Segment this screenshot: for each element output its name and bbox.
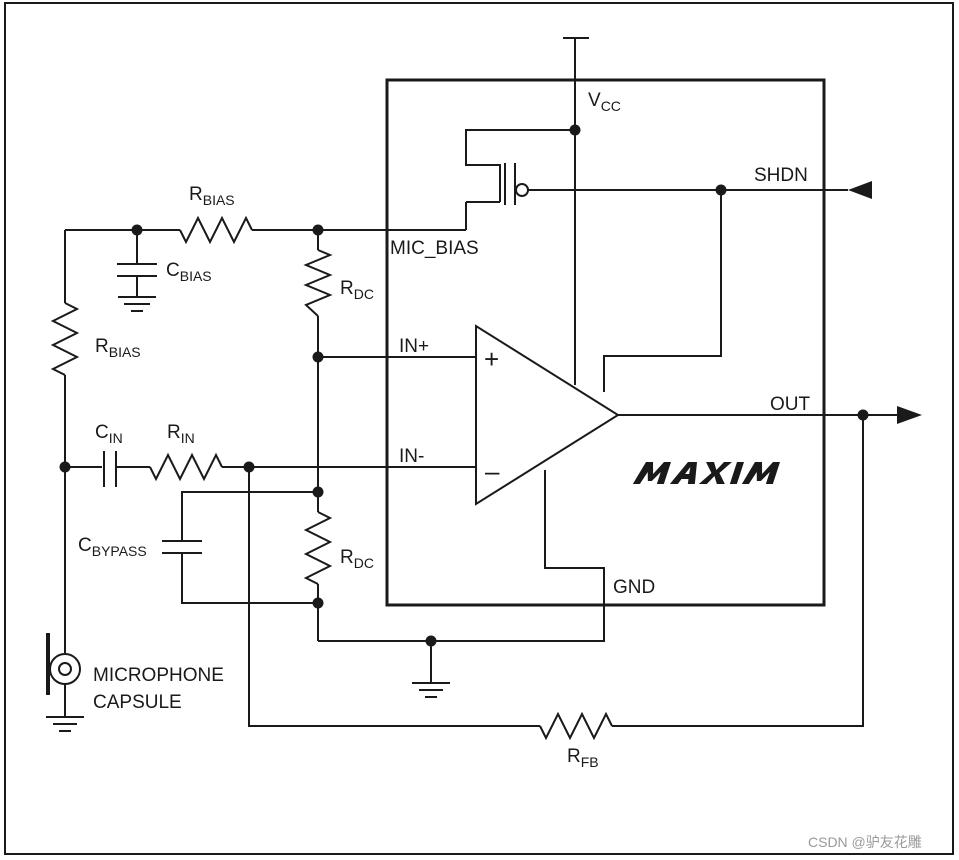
cbypass-label: CBYPASS [78, 535, 147, 559]
cbypass-capacitor [162, 491, 318, 604]
in-plus-label: IN+ [399, 336, 429, 357]
plus-sign: + [484, 344, 499, 374]
vcc-label: VCC [588, 90, 621, 114]
mic-bias-label: MIC_BIAS [390, 238, 479, 259]
vcc-supply [563, 37, 589, 385]
rfb-label: RFB [567, 746, 599, 770]
shdn-line [603, 181, 872, 392]
rdc-bottom-resistor [303, 357, 333, 641]
maxim-logo [632, 462, 780, 484]
rdc-top-label: RDC [340, 278, 374, 302]
microphone-label-line1: MICROPHONE [93, 665, 224, 686]
out-label: OUT [770, 394, 811, 415]
microphone-label-line2: CAPSULE [93, 692, 182, 713]
microphone-capsule [46, 467, 84, 732]
pmos-switch [465, 129, 848, 230]
in-minus-label: IN- [399, 446, 424, 467]
rdc-bottom-label: RDC [340, 547, 374, 571]
rin-label: RIN [167, 422, 195, 446]
rbias-top-label: RBIAS [189, 184, 235, 208]
rbias-left-label: RBIAS [95, 336, 141, 360]
gnd-net [318, 470, 605, 698]
minus-sign: – [485, 456, 500, 486]
rdc-top-resistor [303, 230, 333, 363]
cbias-label: CBIAS [166, 260, 212, 284]
rbias-left-resistor [50, 230, 80, 467]
outer-frame [4, 2, 954, 855]
shdn-label: SHDN [754, 165, 808, 186]
cbias-capacitor [117, 230, 157, 312]
shdn-input-arrow [848, 181, 872, 199]
rin-resistor [149, 452, 223, 482]
mic-bias-net [65, 215, 466, 245]
rfb-resistor [248, 415, 864, 741]
cin-label: CIN [95, 422, 123, 446]
rbias-top-resistor [179, 215, 253, 245]
watermark: CSDN @驴友花雕 [808, 834, 922, 850]
op-amp: + – [475, 324, 620, 506]
out-net [618, 406, 922, 424]
gnd-label: GND [613, 577, 655, 598]
ic-package [385, 78, 826, 607]
out-arrow [897, 406, 922, 424]
